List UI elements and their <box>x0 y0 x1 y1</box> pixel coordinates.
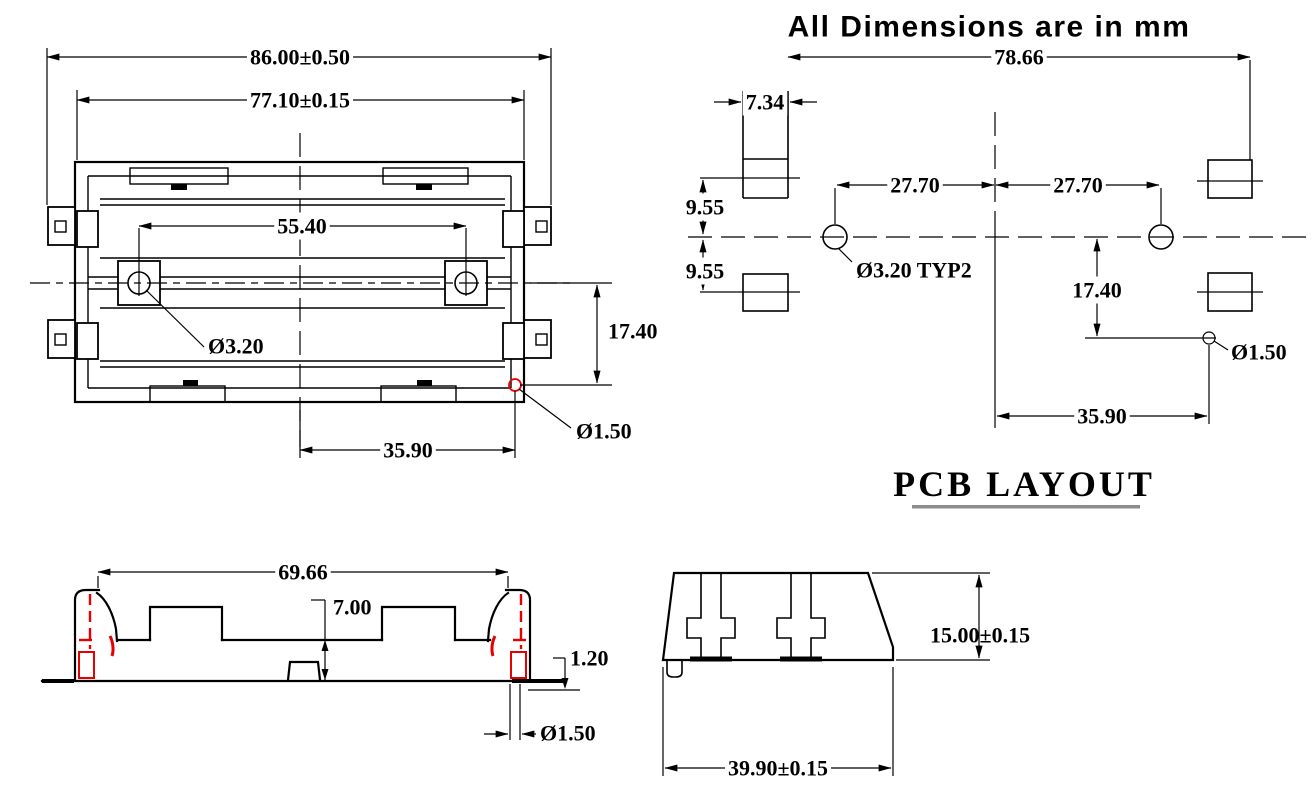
top-view: 86.00±0.50 77.10±0.15 55.40 Ø3.20 17.40 <box>30 43 658 464</box>
dim-pcb-pin-row: 17.40 <box>1069 238 1216 339</box>
pcb-pad-bottom-left <box>700 273 800 312</box>
center-boss <box>286 660 322 682</box>
bottom-latch-plates <box>149 380 457 403</box>
pcb-pad-bottom-right <box>1197 272 1263 312</box>
dim-pad-width: 7.34 <box>714 88 817 116</box>
dim-pcb-overall-label: 78.66 <box>994 45 1044 70</box>
dim-pin-offset: 35.90 <box>299 391 516 464</box>
dim-side-pin-dia: Ø1.50 <box>484 684 596 746</box>
dim-flange-width: 77.10±0.15 <box>76 86 525 160</box>
dim-hole-left-offset: 27.70 <box>834 171 995 224</box>
dim-flange-width-label: 77.10±0.15 <box>250 88 350 113</box>
drawing-title: All Dimensions are in mm <box>788 11 1191 44</box>
dim-pad-gap-top: 9.55 <box>682 179 728 235</box>
dim-pcb-pin-row-label: 17.40 <box>1072 278 1122 303</box>
dim-overall-width: 86.00±0.50 <box>46 43 552 205</box>
dim-pin-protrusion-label: 1.20 <box>570 646 609 671</box>
dim-row-offset-label: 17.40 <box>608 319 658 344</box>
dim-pad-gap-bottom: 9.55 <box>682 239 728 291</box>
dim-contact-span: 69.66 <box>97 558 509 588</box>
dim-pad-gap-bottom-label: 9.55 <box>686 259 725 284</box>
pcb-layout-label: PCB LAYOUT <box>893 464 1155 504</box>
pcb-layout-underline <box>912 505 1140 509</box>
cavity-floor-profile <box>115 605 492 682</box>
dim-pcb-hole-dia-label: Ø3.20 TYP2 <box>856 258 972 283</box>
dim-hole-spacing: 55.40 <box>138 212 467 296</box>
dim-pad-gap-top-label: 9.55 <box>686 195 725 220</box>
leader-pin-dia: Ø1.50 <box>518 388 632 444</box>
top-latch-plates <box>129 167 469 190</box>
dim-hole-spacing-label: 55.40 <box>277 214 327 239</box>
end-body-outline <box>661 571 895 662</box>
mount-clips-right <box>502 206 552 360</box>
dim-pcb-pin-offset-label: 35.90 <box>1077 404 1127 429</box>
dim-row-offset: 17.40 <box>520 282 658 386</box>
dim-height-label: 15.00±0.15 <box>930 623 1030 648</box>
contact-pin-1 <box>686 573 736 662</box>
dim-height: 15.00±0.15 <box>872 572 1030 661</box>
dim-contact-span-label: 69.66 <box>278 560 328 585</box>
dim-cavity-depth-label: 7.00 <box>333 595 372 620</box>
end-view: 15.00±0.15 39.90±0.15 <box>661 571 1030 782</box>
leader-pcb-hole-dia: Ø3.20 TYP2 <box>837 247 972 283</box>
dim-width-label: 39.90±0.15 <box>728 756 828 781</box>
dim-pin-dia-label: Ø1.50 <box>576 419 632 444</box>
dim-cavity-depth: 7.00 <box>311 595 372 680</box>
mount-clips-left <box>47 206 99 360</box>
dim-side-pin-dia-label: Ø1.50 <box>540 721 596 746</box>
dim-hole-right-offset: 27.70 <box>995 171 1162 224</box>
dim-pcb-pin-dia-label: Ø1.50 <box>1231 340 1287 365</box>
pcb-layout-view: All Dimensions are in mm <box>682 11 1308 509</box>
base-notch <box>666 660 683 678</box>
dim-width: 39.90±0.15 <box>662 667 894 782</box>
pcb-pad-top-right <box>1197 159 1263 199</box>
dim-pin-offset-label: 35.90 <box>383 438 433 463</box>
contact-spring-tip-right <box>490 635 497 657</box>
leader-hole-dia: Ø3.20 <box>145 289 264 359</box>
dim-overall-width-label: 86.00±0.50 <box>250 45 350 70</box>
dim-hole-right-offset-label: 27.70 <box>1053 173 1103 198</box>
dim-pin-protrusion: 1.20 <box>528 646 609 691</box>
dim-pad-width-label: 7.34 <box>746 90 785 115</box>
dim-hole-left-offset-label: 27.70 <box>890 173 940 198</box>
end-wall-right <box>486 588 532 682</box>
side-view: 69.66 7.00 1.20 Ø1.50 <box>40 558 609 746</box>
dim-pcb-overall: 78.66 <box>787 43 1251 160</box>
contact-pin-2 <box>776 573 826 662</box>
dim-pcb-pin-offset: 35.90 <box>996 345 1210 430</box>
end-wall-left <box>73 588 119 682</box>
contact-spring-tip-left <box>108 635 115 657</box>
leader-pcb-pin-dia: Ø1.50 <box>1213 340 1287 365</box>
dim-hole-dia-label: Ø3.20 <box>208 334 264 359</box>
